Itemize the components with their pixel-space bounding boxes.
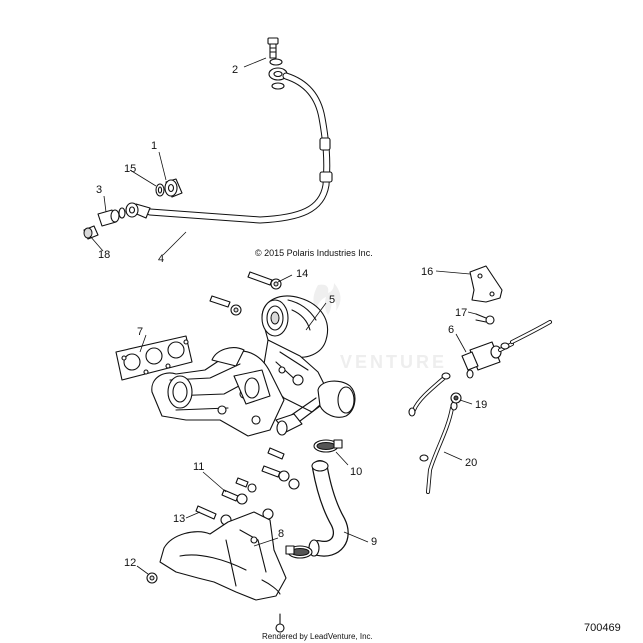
callout-2: 2 bbox=[232, 64, 238, 76]
callout-18: 18 bbox=[98, 249, 110, 261]
exhaust-manifold bbox=[151, 347, 285, 437]
nut-part-18 bbox=[83, 225, 99, 240]
bolt-part-12 bbox=[146, 572, 158, 584]
callout-6: 6 bbox=[448, 324, 454, 336]
callout-8: 8 bbox=[278, 528, 284, 540]
callout-3: 3 bbox=[96, 184, 102, 196]
vacuum-hose-part-20 bbox=[419, 401, 458, 494]
vacuum-hose-left bbox=[408, 372, 451, 417]
callout-16: 16 bbox=[421, 266, 433, 278]
footer-text: Rendered by LeadVenture, Inc. bbox=[262, 632, 373, 641]
leader-lines bbox=[89, 57, 477, 575]
banjo-bolt-part-2 bbox=[267, 37, 283, 66]
intake-hose-part-9 bbox=[308, 460, 349, 557]
callout-12: 12 bbox=[124, 557, 136, 569]
vacuum-hose-upper bbox=[500, 320, 552, 350]
bolt-bottom bbox=[275, 613, 285, 633]
small-clamp bbox=[466, 369, 474, 379]
callout-13: 13 bbox=[173, 513, 185, 525]
bolt-part-11 bbox=[221, 489, 248, 505]
callout-7: 7 bbox=[137, 326, 143, 338]
copyright-text: © 2015 Polaris Industries Inc. bbox=[255, 248, 373, 258]
hose-fitting-part-19 bbox=[450, 392, 462, 404]
fitting-part-3 bbox=[97, 207, 126, 227]
bolt-part-11b bbox=[235, 477, 257, 493]
sleeve-part-1 bbox=[164, 178, 183, 198]
callout-15: 15 bbox=[124, 163, 136, 175]
callout-4: 4 bbox=[158, 253, 164, 265]
callout-5: 5 bbox=[329, 294, 335, 306]
callout-9: 9 bbox=[371, 536, 377, 548]
hose-clamp-part-10 bbox=[313, 439, 343, 453]
solenoid-valve-part-6 bbox=[461, 341, 514, 371]
leadventure-watermark: VENTURE bbox=[313, 283, 447, 372]
oil-feed-line-assembly bbox=[83, 37, 333, 240]
callout-1: 1 bbox=[151, 140, 157, 152]
manifold-gasket-part-7 bbox=[115, 335, 193, 381]
heat-shield-part-8 bbox=[159, 511, 287, 601]
callout-20: 20 bbox=[465, 457, 477, 469]
diagram-number: 700469 bbox=[584, 622, 621, 634]
callouts: 1 2 3 4 5 6 7 8 9 10 11 12 13 14 15 16 1… bbox=[96, 64, 487, 569]
callout-10: 10 bbox=[350, 466, 362, 478]
bolt-part-17 bbox=[475, 313, 495, 325]
bolt-part-13 bbox=[195, 505, 232, 526]
callout-11: 11 bbox=[193, 461, 204, 473]
stud-part-14 bbox=[247, 271, 282, 290]
bolt-part-11d bbox=[267, 447, 300, 490]
callout-17: 17 bbox=[455, 307, 467, 319]
bolt-part-11c bbox=[261, 465, 290, 482]
stud-nut-upper bbox=[209, 295, 242, 316]
hose-clamp-lower bbox=[285, 545, 313, 559]
oil-feed-line-part-4 bbox=[146, 72, 331, 224]
callout-14: 14 bbox=[296, 268, 308, 280]
watermark-text: VENTURE bbox=[340, 352, 447, 372]
callout-19: 19 bbox=[475, 399, 487, 411]
bracket-part-16 bbox=[469, 265, 503, 303]
